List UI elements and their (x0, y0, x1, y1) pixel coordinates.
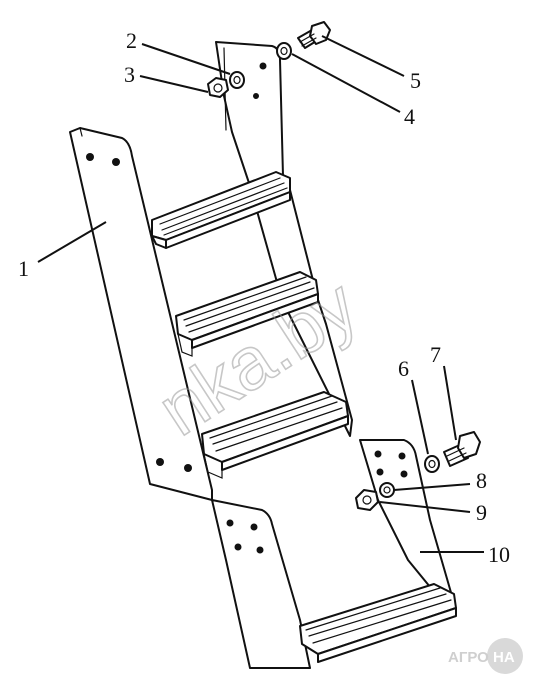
hole-icon (226, 519, 234, 527)
washer-icon (229, 71, 245, 89)
hole-icon (86, 153, 94, 161)
step-bottom (299, 583, 457, 663)
step-1 (151, 171, 291, 249)
callout-3: 3 (124, 62, 135, 87)
washer-icon (379, 482, 395, 498)
hole-icon (400, 470, 408, 478)
callouts: 1 2 3 4 5 6 7 8 9 10 (18, 28, 510, 567)
callout-4: 4 (404, 104, 415, 129)
callout-7: 7 (430, 342, 441, 367)
callout-9: 9 (476, 500, 487, 525)
washer-icon (276, 42, 292, 60)
hole-icon (156, 458, 164, 466)
hole-icon (234, 543, 242, 551)
hole-icon (184, 464, 192, 472)
brand-logo: АГРО НА (448, 638, 523, 674)
washer-icon (424, 455, 440, 473)
callout-5: 5 (410, 68, 421, 93)
logo-text-left: АГРО (448, 649, 489, 666)
hole-icon (256, 546, 264, 554)
hole-icon (253, 93, 259, 99)
lower-fasteners (355, 431, 481, 511)
hole-icon (112, 158, 120, 166)
hole-icon (376, 468, 384, 476)
hole-icon (374, 450, 382, 458)
callout-8: 8 (476, 468, 487, 493)
hole-icon (259, 62, 267, 70)
callout-1: 1 (18, 256, 29, 281)
callout-10: 10 (488, 542, 510, 567)
callout-6: 6 (398, 356, 409, 381)
logo-circle-icon (487, 638, 523, 674)
leader-lines (37, 35, 484, 553)
upper-fasteners (207, 21, 331, 98)
front-stringer (69, 127, 213, 501)
logo-text-right: НА (493, 649, 515, 666)
hole-icon (250, 523, 258, 531)
hole-icon (398, 452, 406, 460)
nut-icon (207, 77, 229, 98)
step-2 (175, 271, 319, 357)
callout-2: 2 (126, 28, 137, 53)
lower-front-stringer (211, 499, 311, 669)
nut-icon (355, 489, 379, 511)
step-3 (201, 391, 349, 479)
